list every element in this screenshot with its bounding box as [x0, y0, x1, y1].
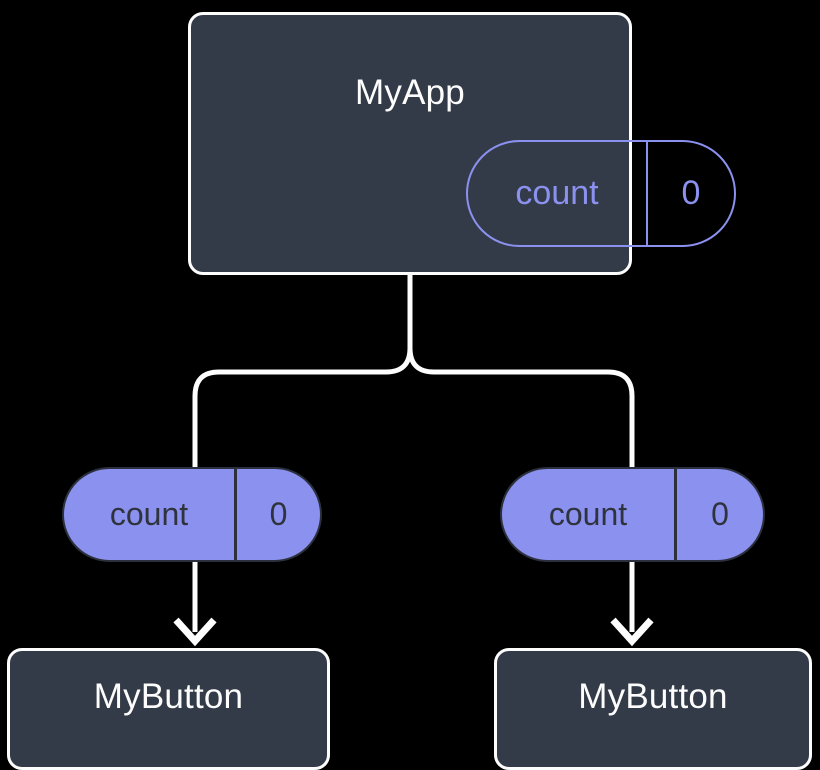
- component-label-mybutton: MyButton: [93, 677, 244, 716]
- state-pill-myapp-count[interactable]: count 0: [466, 140, 736, 247]
- component-node-mybutton-right[interactable]: MyButton: [494, 648, 812, 770]
- state-pill-key: count: [502, 469, 677, 560]
- state-pill-key: count: [64, 469, 237, 560]
- state-pill-right-count[interactable]: count 0: [500, 467, 765, 562]
- state-flow-arrow: [610, 562, 654, 647]
- component-label-mybutton: MyButton: [578, 677, 728, 716]
- component-label-myapp: MyApp: [355, 73, 465, 112]
- state-pill-value: 0: [711, 496, 729, 532]
- state-pill-value: 0: [681, 174, 701, 212]
- component-node-mybutton-left[interactable]: MyButton: [7, 648, 330, 770]
- state-pill-left-count[interactable]: count 0: [62, 467, 322, 562]
- state-pill-key: count: [468, 142, 648, 245]
- tree-branch-connector: [192, 272, 635, 473]
- state-flow-arrow: [173, 562, 217, 647]
- component-node-myapp[interactable]: MyApp count 0: [188, 12, 736, 275]
- state-pill-value: 0: [269, 496, 288, 532]
